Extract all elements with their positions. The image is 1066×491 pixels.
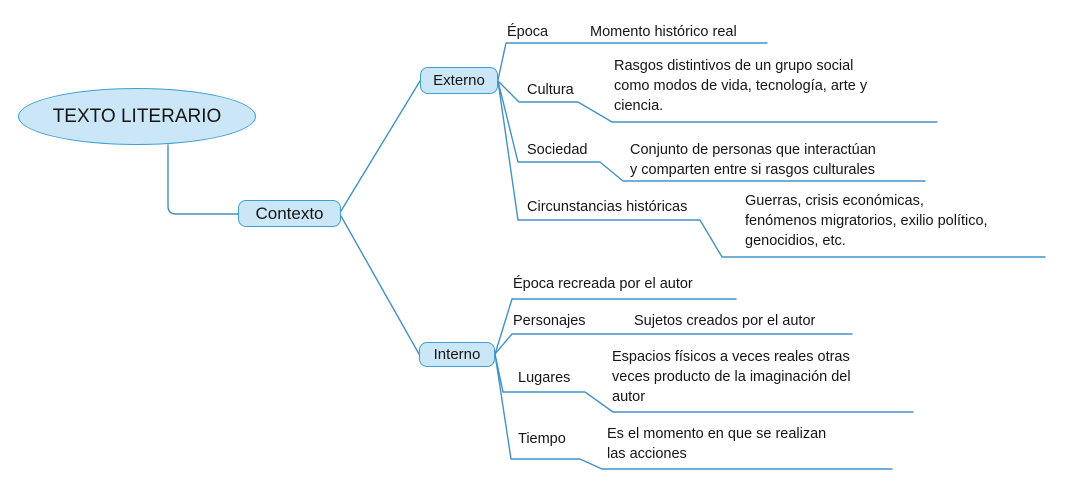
desc-line: Es el momento en que se realizan <box>607 426 827 442</box>
leaf-label-cultura[interactable]: Cultura <box>527 82 574 98</box>
leaf-desc-sociedad[interactable]: Conjunto de personas que interactúan y c… <box>630 140 876 180</box>
leaf-desc-personajes[interactable]: Sujetos creados por el autor <box>634 313 816 329</box>
desc-line: como modos de vida, tecnología, arte y <box>614 78 868 94</box>
connector-externo-epoca <box>497 42 768 81</box>
leaf-label-lugares[interactable]: Lugares <box>518 370 571 386</box>
node-externo[interactable]: Externo <box>420 67 498 94</box>
desc-line: veces producto de la imaginación del <box>612 369 851 385</box>
connector-root-contexto <box>167 144 239 215</box>
leaf-label-epoca-recreada[interactable]: Época recreada por el autor <box>513 276 693 292</box>
node-interno[interactable]: Interno <box>419 342 495 367</box>
desc-line: y comparten entre si rasgos culturales <box>630 162 875 178</box>
leaf-label-epoca[interactable]: Época <box>507 24 549 40</box>
connector-externo-circunstancias <box>497 80 1046 258</box>
desc-line: Espacios físicos a veces reales otras <box>612 349 850 365</box>
leaf-desc-tiempo[interactable]: Es el momento en que se realizan las acc… <box>607 424 826 464</box>
leaf-desc-lugares[interactable]: Espacios físicos a veces reales otras ve… <box>612 347 851 407</box>
leaf-label-personajes[interactable]: Personajes <box>513 313 586 329</box>
desc-line: autor <box>612 389 646 405</box>
connector-interno-epoca-recreada <box>494 298 737 355</box>
connector-externo-cultura <box>497 80 938 123</box>
connector-contexto-externo <box>340 80 421 212</box>
desc-line: genocidios, etc. <box>745 233 846 249</box>
desc-line: Rasgos distintivos de un grupo social <box>614 58 854 74</box>
desc-line: fenómenos migratorios, exilio político, <box>745 213 988 229</box>
leaf-desc-cultura[interactable]: Rasgos distintivos de un grupo social co… <box>614 56 867 116</box>
leaf-desc-circunstancias-historicas[interactable]: Guerras, crisis económicas, fenómenos mi… <box>745 191 988 251</box>
desc-line: las acciones <box>607 446 687 462</box>
connector-interno-lugares <box>494 353 914 413</box>
root-node-texto-literario[interactable]: TEXTO LITERARIO <box>18 88 256 145</box>
node-contexto[interactable]: Contexto <box>238 200 341 227</box>
connector-contexto-interno <box>340 215 420 355</box>
connector-interno-personajes <box>494 333 853 355</box>
desc-line: Guerras, crisis económicas, <box>745 193 924 209</box>
desc-line: ciencia. <box>614 98 664 114</box>
desc-line: Conjunto de personas que interactúan <box>630 142 876 158</box>
connector-interno-tiempo <box>494 353 893 470</box>
leaf-label-tiempo[interactable]: Tiempo <box>518 431 566 447</box>
leaf-desc-epoca[interactable]: Momento histórico real <box>590 24 737 40</box>
leaf-label-sociedad[interactable]: Sociedad <box>527 142 588 158</box>
leaf-label-circunstancias-historicas[interactable]: Circunstancias históricas <box>527 199 688 215</box>
connector-externo-sociedad <box>497 80 926 182</box>
